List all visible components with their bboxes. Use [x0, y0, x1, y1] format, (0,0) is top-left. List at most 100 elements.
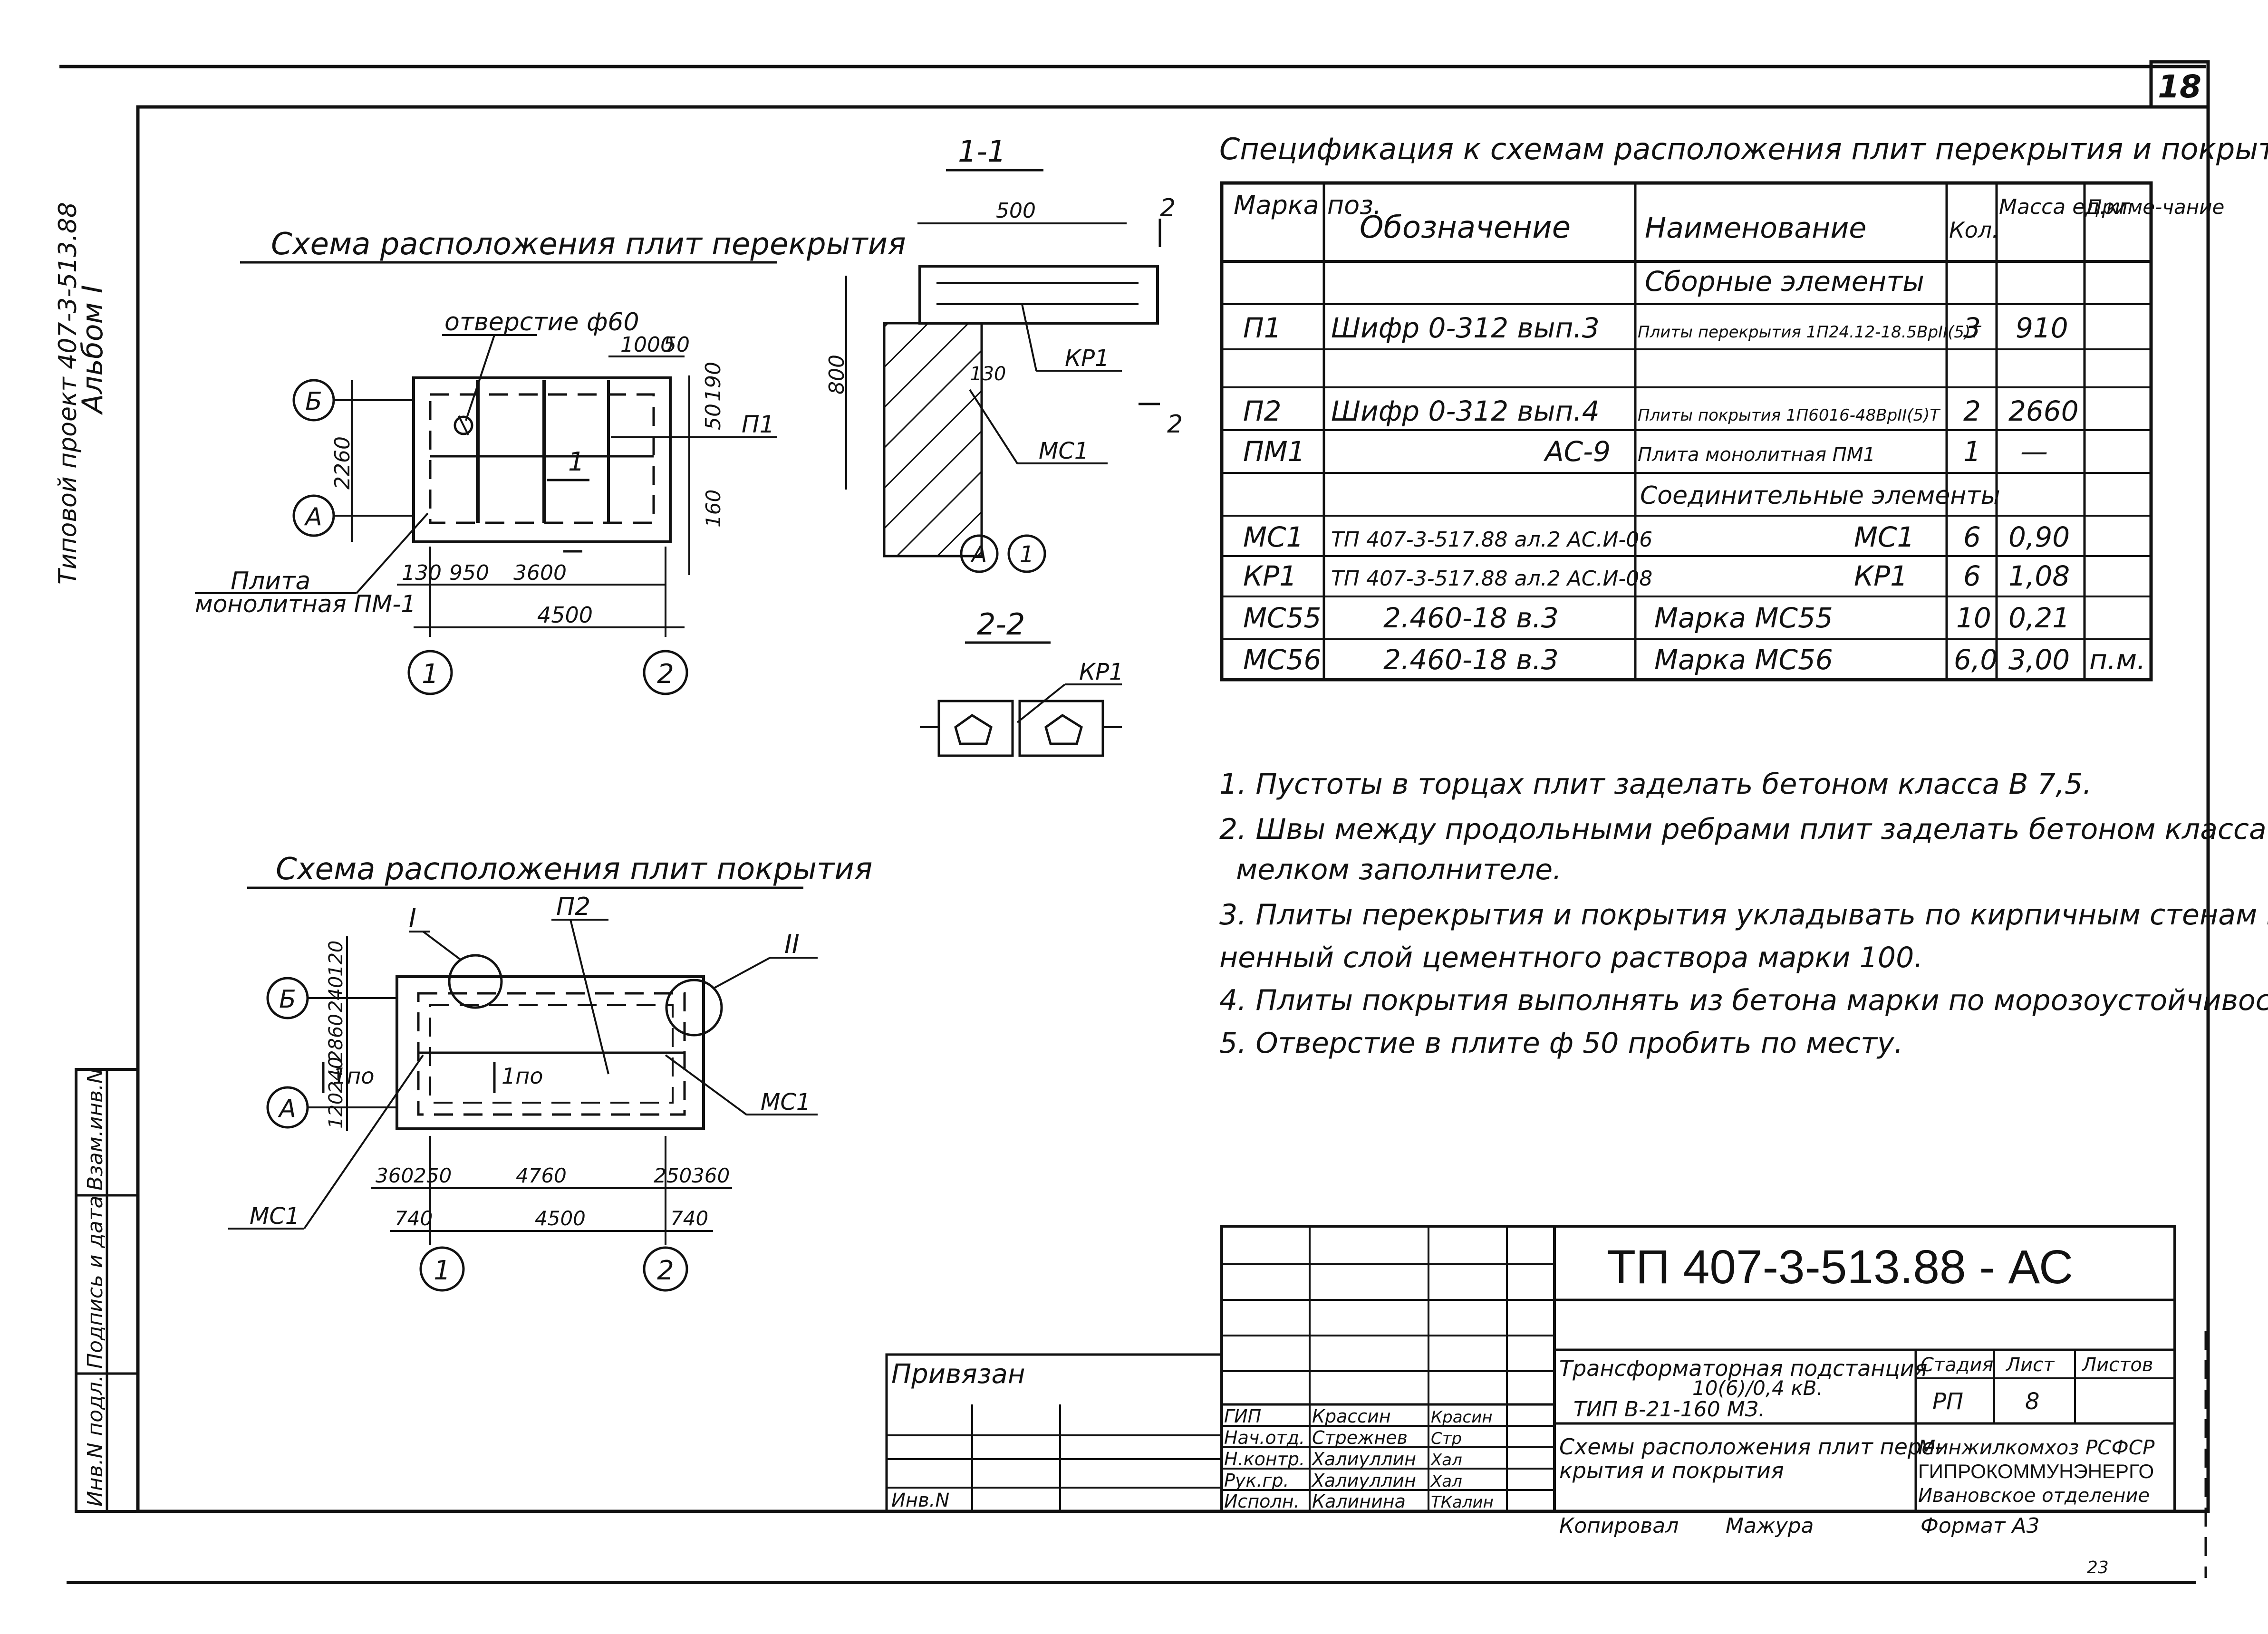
role-4: Исполн.: [1224, 1491, 1300, 1512]
axis-2-floor: 2: [657, 659, 674, 690]
spec-row-1-name: Плиты перекрытия 1П24.12-18.5ВрII(5)Т: [1638, 323, 1981, 342]
axis-b-floor: Б: [305, 387, 322, 416]
role-0-name: Крассин: [1312, 1406, 1391, 1427]
inv-label: Инв.N: [891, 1490, 949, 1511]
spec-row-9-mass: 3,00: [2008, 644, 2070, 676]
spec-row-3-name: Плиты покрытия 1П6016-48ВрII(5)Т: [1638, 406, 1940, 425]
floor-plan: Схема расположения плит перекрытия отвер…: [195, 227, 906, 695]
roof-mark-p2: П2: [556, 893, 590, 921]
org-line-1: Минжилкомхоз РСФСР: [1918, 1436, 2155, 1459]
role-4-sign: ТКалин: [1431, 1493, 1494, 1512]
slab-label-p1: П1: [742, 411, 774, 438]
spec-row-4-designation: АС-9: [1543, 435, 1611, 468]
side-label-sign: Подпись и дата: [83, 1196, 107, 1369]
spec-row-1-mass: 910: [2016, 312, 2068, 344]
sheet-value: 8: [2025, 1388, 2040, 1415]
left-side-stamp: Инв.N подл. Подпись и дата Взам.инв.N: [75, 1068, 139, 1513]
section-label-kr1: КР1: [1065, 345, 1110, 372]
spec-header-designation: Обозначение: [1360, 210, 1571, 245]
spec-row-9-designation: 2.460-18 в.3: [1383, 644, 1559, 676]
axis-1-roof: 1: [434, 1255, 451, 1286]
roof-dim-b0: 360: [376, 1164, 414, 1187]
roof-plan-title: Схема расположения плит покрытия: [276, 852, 872, 887]
role-2: Н.контр.: [1224, 1449, 1305, 1470]
spec-row-7-mass: 1,08: [2008, 560, 2070, 592]
sheet-title-1: Схемы расположения плит пере-: [1559, 1434, 1943, 1460]
side-label-replace: Взам.инв.N: [83, 1068, 107, 1191]
note-4: 4. Плиты покрытия выполнять из бетона ма…: [1219, 984, 2268, 1017]
roof-dim-left-4: 120: [325, 1093, 347, 1129]
spec-row-8-name: Марка МС55: [1654, 602, 1833, 634]
dim-1000: 1000: [620, 333, 674, 357]
section-mark-2-bottom: 2: [1167, 410, 1183, 439]
roof-dim-b1: 250: [414, 1164, 452, 1187]
section-mark-2-top: 2: [1160, 194, 1176, 222]
dim-500: 500: [996, 199, 1036, 223]
spec-row-6-mark: МС1: [1243, 521, 1303, 553]
note-3-cont: ненный слой цементного раствора марки 10…: [1219, 941, 1923, 974]
spec-row-3-designation: Шифр 0-312 вып.4: [1331, 395, 1600, 427]
stage-label: Стадия: [1921, 1354, 1993, 1376]
spec-title: Спецификация к схемам расположения плит …: [1219, 132, 2268, 166]
roof-dim-b5: 740: [395, 1207, 433, 1230]
spec-row-3-qty: 2: [1963, 395, 1981, 427]
dim-4500-floor: 4500: [537, 602, 593, 628]
spec-row-1-mark: П1: [1243, 312, 1282, 344]
spec-row-3-mark: П2: [1243, 395, 1282, 427]
roof-dim-b6: 4500: [535, 1207, 586, 1230]
sheet-label: Лист: [2005, 1354, 2055, 1376]
spec-header-name: Наименование: [1645, 211, 1866, 245]
roof-dim-left-1: 240: [325, 976, 347, 1012]
role-3: Рук.гр.: [1224, 1470, 1289, 1491]
roof-dim-left-3: 240: [325, 1057, 347, 1093]
dim-50: 50: [663, 333, 690, 357]
roof-dim-b7: 740: [670, 1207, 708, 1230]
side-label-inv: Инв.N подл.: [83, 1375, 107, 1507]
axis-2-roof: 2: [657, 1255, 674, 1286]
note-5: 5. Отверстие в плите ф 50 пробить по мес…: [1219, 1027, 1903, 1060]
axis-a-floor: А: [304, 503, 322, 531]
role-0: ГИП: [1224, 1406, 1261, 1427]
dim-950: 950: [449, 561, 489, 585]
spec-row-6-designation: ТП 407-3-517.88 ал.2 АС.И-06: [1331, 528, 1652, 552]
sheets-label: Листов: [2081, 1354, 2153, 1376]
role-2-sign: Хал: [1430, 1451, 1462, 1470]
spec-row-8-mass: 0,21: [2008, 602, 2070, 634]
dim-800: 800: [825, 355, 849, 394]
spec-table: Спецификация к схемам расположения плит …: [1219, 132, 2268, 682]
spec-row-1-designation: Шифр 0-312 вып.3: [1331, 312, 1600, 344]
spec-row-9-qty: 6,0: [1954, 644, 1998, 676]
section-22-title: 2-2: [977, 607, 1025, 642]
roof-section-mark-right: 1по: [502, 1063, 543, 1089]
spec-row-6-qty: 6: [1963, 521, 1981, 553]
role-3-name: Халиуллин: [1311, 1470, 1416, 1491]
spec-row-4-mass: —: [2020, 435, 2048, 468]
spec-row-8-qty: 10: [1956, 602, 1991, 634]
spec-row-6-mass: 0,90: [2008, 521, 2070, 553]
dim-130: 130: [402, 561, 442, 585]
roof-dim-left-2: 2860: [325, 1014, 347, 1062]
side-stamp-project: Типовой проект 407-3-513.88: [54, 202, 82, 585]
roof-dim-b3: 250: [654, 1164, 692, 1187]
axis-1-section: 1: [1020, 541, 1034, 568]
note-2: 2. Швы между продольными ребрами плит за…: [1219, 813, 2268, 846]
section-22-kr1: КР1: [1079, 659, 1124, 685]
role-3-sign: Хал: [1430, 1472, 1462, 1491]
spec-row-6-name: МС1: [1854, 521, 1914, 553]
sheet-title-2: крытия и покрытия: [1559, 1458, 1784, 1483]
spec-row-7-mark: КР1: [1243, 560, 1297, 592]
format-label: Формат А3: [1921, 1514, 2040, 1538]
axis-a-section: А: [970, 541, 987, 568]
axis-b-roof: Б: [279, 985, 296, 1014]
corner-number: 23: [2087, 1558, 2109, 1577]
org-line-3: Ивановское отделение: [1918, 1485, 2150, 1507]
title-block: Привязан Инв.N ГИП Крассин Красин Нач.от…: [885, 1225, 2176, 1577]
axis-a-roof: А: [278, 1095, 296, 1123]
roof-mark-mc1-left: МС1: [250, 1203, 299, 1230]
spec-row-4-mark: ПМ1: [1243, 435, 1305, 468]
spec-header-note: Приме-чание: [2087, 195, 2224, 219]
dim-2260: 2260: [330, 436, 355, 490]
object-line-1: Трансформаторная подстанция: [1559, 1355, 1927, 1381]
privyazan-label: Привязан: [891, 1359, 1025, 1390]
